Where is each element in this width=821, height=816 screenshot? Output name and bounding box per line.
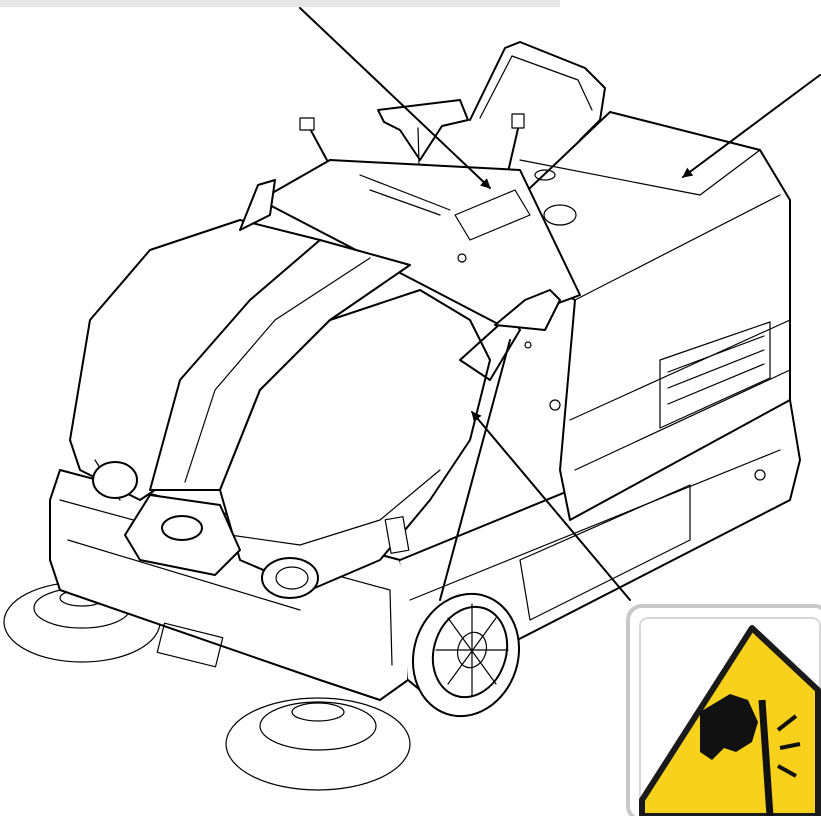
warning-label: [626, 604, 821, 816]
control-console: [259, 159, 581, 326]
front-grille: [124, 494, 241, 576]
top-strip: [0, 0, 560, 7]
rear-body: [469, 111, 791, 521]
rear-wheel: [411, 592, 521, 718]
front-side-brush: [225, 697, 411, 791]
front-hood-right: [219, 289, 491, 599]
callout-arrow-hood-hinge: [471, 411, 631, 601]
operator-seat: [469, 41, 606, 141]
hood-prop-arm: [384, 314, 521, 601]
callout-arrow-console: [299, 7, 491, 189]
callout-arrows: [299, 7, 821, 601]
hood-brackets: [239, 179, 561, 349]
callout-arrow-rear-cover: [682, 74, 821, 178]
hand-crush-warning-icon: [700, 694, 801, 816]
